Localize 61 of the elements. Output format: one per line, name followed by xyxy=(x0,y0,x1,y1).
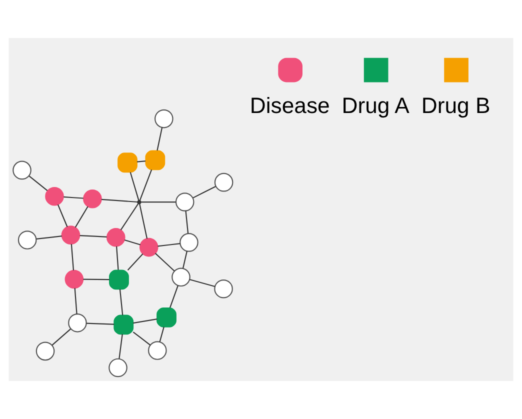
node-circle xyxy=(68,314,87,332)
connector xyxy=(118,334,123,359)
node-circle xyxy=(154,109,174,128)
connector xyxy=(83,278,110,280)
connector xyxy=(80,235,107,238)
connector xyxy=(139,169,152,201)
connector xyxy=(136,160,146,162)
connector xyxy=(132,332,151,346)
node-circle xyxy=(180,233,198,252)
connector xyxy=(182,250,188,269)
node-circle xyxy=(139,238,158,257)
node-circle xyxy=(12,160,32,180)
connector xyxy=(156,127,163,151)
connector xyxy=(74,206,88,228)
connector xyxy=(130,172,140,201)
node-circle xyxy=(108,358,128,378)
node-box xyxy=(114,314,134,335)
node-circle xyxy=(172,268,190,287)
connector xyxy=(119,289,124,316)
connector xyxy=(116,246,119,270)
connector xyxy=(52,328,72,346)
node-box xyxy=(109,270,129,290)
connector xyxy=(170,286,178,308)
node-circle xyxy=(106,228,126,247)
node-circle xyxy=(36,342,55,361)
node-circle xyxy=(61,226,80,244)
node-point xyxy=(137,200,142,204)
connector xyxy=(127,254,144,271)
connector xyxy=(70,244,74,270)
node-circle xyxy=(64,270,84,289)
connector xyxy=(189,278,216,288)
node-circle xyxy=(214,279,233,298)
connector xyxy=(57,204,68,228)
connector xyxy=(28,176,48,192)
node-circle xyxy=(45,187,64,206)
connector xyxy=(185,210,189,234)
node-box xyxy=(156,308,176,328)
connector xyxy=(74,288,78,314)
node-circle xyxy=(18,230,37,250)
legend-label: Drug B xyxy=(421,93,490,118)
connector xyxy=(158,242,180,247)
connector xyxy=(154,252,175,272)
connector xyxy=(86,322,114,325)
connector xyxy=(159,326,164,342)
node-box xyxy=(145,150,166,170)
connector xyxy=(192,186,216,198)
node-circle xyxy=(214,172,234,192)
connector xyxy=(139,204,148,239)
connector xyxy=(36,236,62,240)
node-circle xyxy=(175,192,194,212)
legend-label: Drug A xyxy=(342,93,410,118)
connector xyxy=(124,239,141,246)
connector xyxy=(120,203,139,230)
legend-label: Disease xyxy=(250,93,330,118)
node-circle xyxy=(148,341,167,360)
connector xyxy=(133,318,158,324)
node-circle xyxy=(83,189,102,208)
node-box xyxy=(118,152,138,173)
connector xyxy=(64,196,84,199)
connector xyxy=(101,198,138,203)
connector xyxy=(141,201,176,203)
